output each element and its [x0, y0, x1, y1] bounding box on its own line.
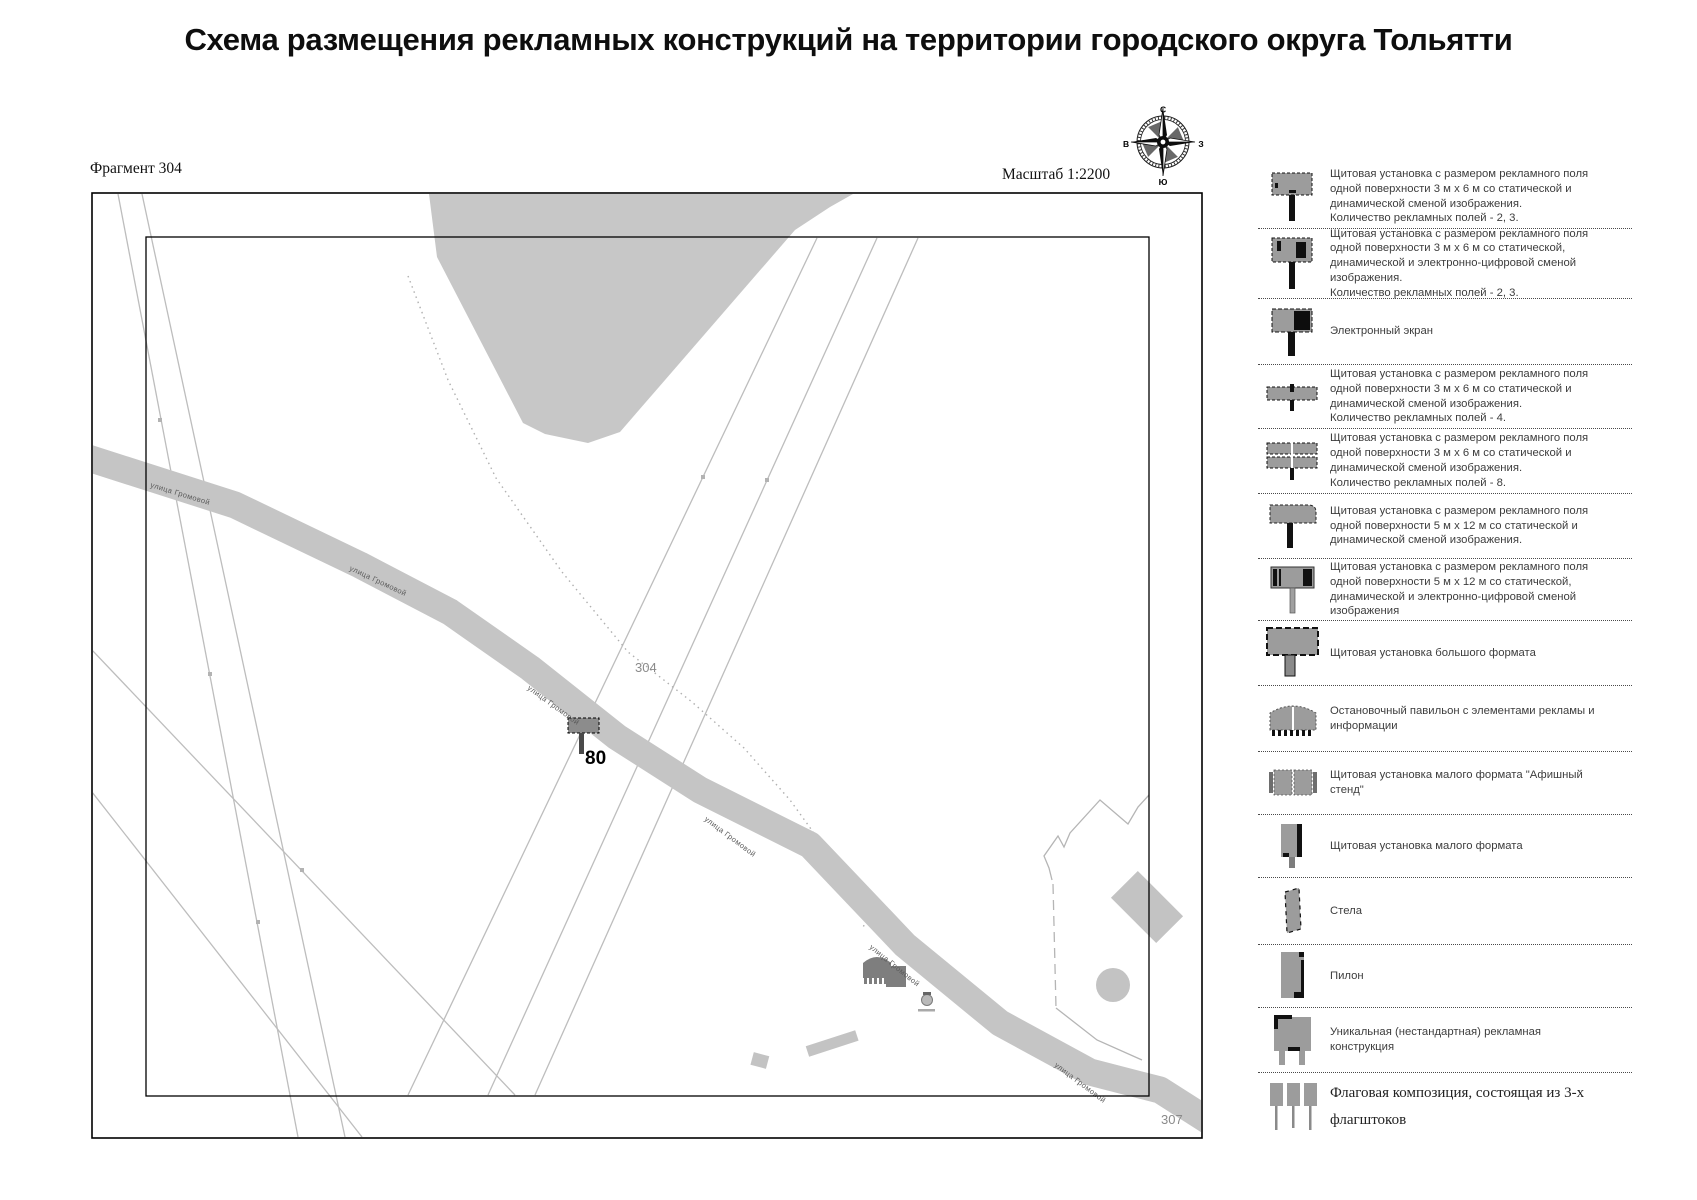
parcel-lines — [93, 194, 919, 1137]
legend-item: Пилон — [1258, 945, 1632, 1008]
legend-item-label: Щитовая установка с размером рекламного … — [1330, 367, 1589, 425]
billboard-3x6-8fields-icon — [1258, 440, 1328, 482]
legend-item-label: Стела — [1330, 904, 1362, 917]
legend-item: Щитовая установка с размером рекламного … — [1258, 365, 1632, 429]
unique-construction-icon — [1258, 1013, 1328, 1067]
legend-item: Щитовая установка с размером рекламного … — [1258, 227, 1632, 299]
legend-item: Стела — [1258, 878, 1632, 945]
legend-item: Щитовая установка с размером рекламного … — [1258, 559, 1632, 621]
legend-item-label: Щитовая установка малого формата "Афишны… — [1330, 769, 1583, 796]
legend-item-label: Щитовая установка с размером рекламного … — [1330, 227, 1589, 299]
legend-item-label: Щитовая установка малого формата — [1330, 839, 1523, 852]
forest-area — [429, 194, 853, 443]
legend-item-label: Пилон — [1330, 969, 1364, 982]
legend-item: Щитовая установка большого формата — [1258, 621, 1632, 686]
legend-item-label: Остановочный павильон с элементами рекла… — [1330, 704, 1595, 732]
legend-item-label: Флаговая композиция, состоящая из 3-х фл… — [1330, 1084, 1585, 1128]
map-inner-frame — [145, 236, 1150, 1097]
billboard-80-marker — [567, 717, 600, 754]
legend-item-label: Щитовая установка с размером рекламного … — [1330, 167, 1589, 225]
legend-item-label: Электронный экран — [1330, 325, 1433, 338]
small-structure — [805, 1030, 859, 1057]
building-parcel-outline — [1043, 794, 1150, 1061]
road-gromovoy-street — [93, 445, 1201, 1133]
legend-item: Уникальная (нестандартная) рекламная кон… — [1258, 1008, 1632, 1073]
parcel-vertex-dots — [158, 418, 769, 924]
adjacent-fragment-number-label: 307 — [1161, 1112, 1183, 1127]
billboard-5x12-digital-icon — [1258, 564, 1328, 616]
poster-stand-icon — [1258, 767, 1328, 799]
compass-south-label: Ю — [1159, 177, 1168, 187]
compass-left-label: В — [1123, 139, 1129, 149]
legend-item-label: Щитовая установка с размером рекламного … — [1330, 504, 1589, 547]
bus-stop-pavilion-icon — [1258, 701, 1328, 737]
legend-item: Флаговая композиция, состоящая из 3-х фл… — [1258, 1073, 1632, 1140]
tilted-structure — [1110, 870, 1184, 944]
map-outer-frame — [91, 192, 1203, 1139]
billboard-5x12-static-icon — [1258, 500, 1328, 552]
legend: Щитовая установка с размером рекламного … — [1258, 165, 1632, 1140]
legend-item-label: Щитовая установка с размером рекламного … — [1330, 560, 1589, 618]
legend-item: Остановочный павильон с элементами рекла… — [1258, 686, 1632, 752]
fragment-number-label: 304 — [635, 660, 657, 675]
electronic-screen-icon — [1258, 306, 1328, 358]
billboard-large-format-icon — [1258, 626, 1328, 680]
legend-item-label: Уникальная (нестандартная) рекламная кон… — [1330, 1026, 1541, 1053]
billboard-3x6-static-icon — [1258, 170, 1328, 224]
stela-icon — [1258, 886, 1328, 936]
legend-item-label: Щитовая установка большого формата — [1330, 646, 1536, 659]
billboard-3x6-4fields-icon — [1258, 381, 1328, 413]
point-marker — [918, 992, 935, 1012]
legend-item: Щитовая установка с размером рекламного … — [1258, 429, 1632, 494]
legend-item: Щитовая установка с размером рекламного … — [1258, 494, 1632, 559]
legend-item: Электронный экран — [1258, 299, 1632, 365]
street-labels: улица Громовой улица Громовой улица Гром… — [149, 480, 1107, 1105]
legend-item: Щитовая установка с размером рекламного … — [1258, 165, 1632, 229]
compass-right-label: З — [1198, 139, 1203, 149]
scale-label: Масштаб 1:2200 — [1002, 166, 1111, 183]
legend-item: Щитовая установка малого формата — [1258, 815, 1632, 878]
small-structure — [750, 1052, 770, 1069]
pylon-icon — [1258, 950, 1328, 1002]
fragment-label: Фрагмент 304 — [90, 160, 182, 177]
legend-item: Щитовая установка малого формата "Афишны… — [1258, 752, 1632, 815]
legend-item-label: Щитовая установка с размером рекламного … — [1330, 432, 1589, 489]
round-structure — [1096, 968, 1130, 1002]
small-format-billboard-icon — [1258, 822, 1328, 870]
flag-composition-icon — [1258, 1081, 1328, 1133]
billboard-3x6-digital-icon — [1258, 235, 1328, 293]
compass-rose-icon: С Ю В З — [1123, 105, 1204, 188]
map-pavilion-symbol — [863, 957, 906, 987]
compass-north-label: С — [1160, 105, 1166, 115]
page-title: Схема размещения рекламных конструкций н… — [184, 22, 1513, 57]
marker-number-label: 80 — [585, 748, 606, 769]
